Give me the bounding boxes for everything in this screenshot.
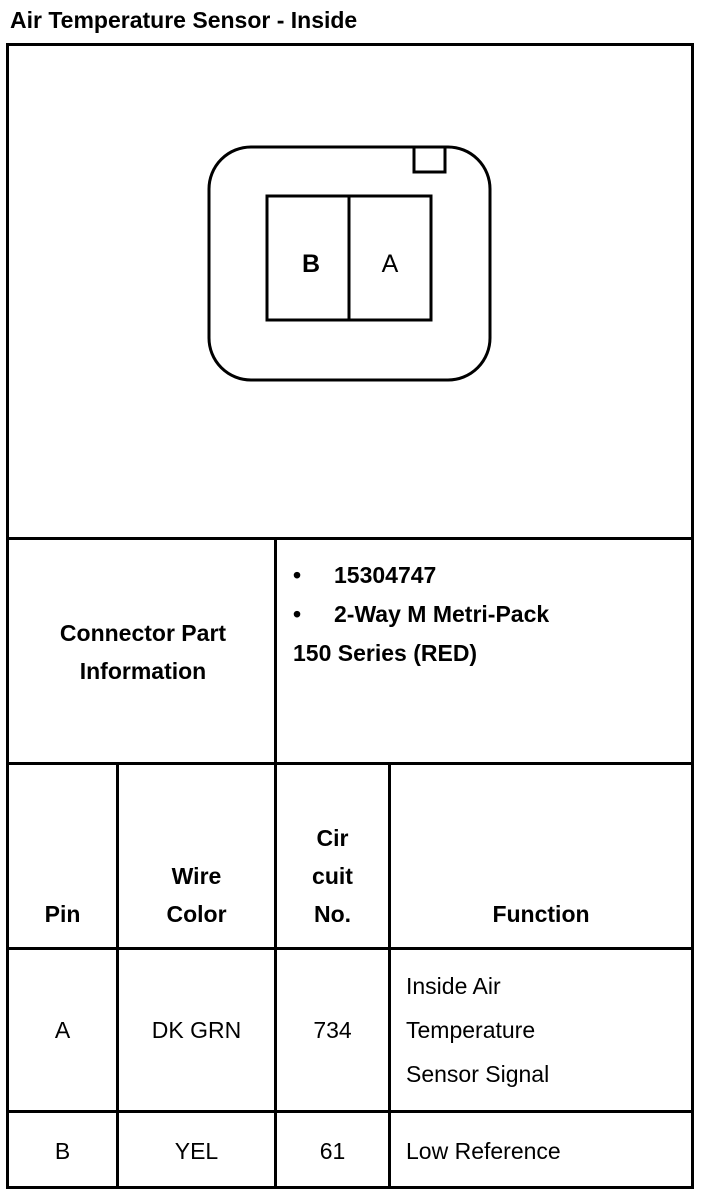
- header-wire-color: Wire Color: [119, 857, 274, 933]
- function-line: Low Reference: [406, 1138, 561, 1164]
- list-item: • 15304747: [293, 556, 688, 595]
- connector-face-diagram: B A: [207, 145, 492, 382]
- cavity-b-label: B: [302, 250, 320, 278]
- function-line: Inside Air: [406, 973, 501, 999]
- header-circuit-line2: cuit: [312, 863, 353, 889]
- table-row-b-wire-color: YEL: [174, 1138, 219, 1164]
- connector-table-frame: [6, 43, 694, 1189]
- bullet-icon: •: [293, 562, 302, 588]
- divider-col-wire: [274, 762, 277, 1189]
- table-row-a-pin: A: [54, 1017, 71, 1043]
- header-circuit-line1: Cir: [316, 825, 349, 851]
- part-number: 15304747: [334, 562, 437, 588]
- function-line: Sensor Signal: [406, 1061, 550, 1087]
- header-circuit-line3: No.: [313, 901, 352, 927]
- connector-lock-tab: [412, 145, 447, 174]
- connector-part-info-list: • 15304747 • 2-Way M Metri-Pack 150 Series…: [293, 556, 688, 673]
- connector-series: 150 Series (RED): [293, 640, 478, 666]
- header-pin: Pin: [9, 895, 116, 933]
- page-title: Air Temperature Sensor - Inside: [10, 7, 358, 33]
- connector-part-info-label-line2: Information: [79, 657, 207, 684]
- header-pin-text: Pin: [44, 901, 81, 927]
- connector-part-info-label: Connector Part Information: [9, 540, 277, 763]
- table-row-a-circuit: 734: [313, 1017, 352, 1043]
- cavity-a: [347, 194, 433, 322]
- header-function: Function: [391, 895, 691, 933]
- connector-type: 2-Way M Metri-Pack: [334, 601, 550, 627]
- function-line: Temperature: [406, 1017, 536, 1043]
- connector-housing: [207, 145, 492, 382]
- table-row-b-function: Low Reference: [406, 1113, 691, 1189]
- header-wire-color-line2: Color: [166, 901, 227, 927]
- connector-part-info-label-line1: Connector Part: [59, 619, 227, 646]
- divider-part-info-col: [274, 537, 277, 765]
- table-row-a-function: Inside Air Temperature Sensor Signal: [406, 950, 691, 1110]
- header-wire-color-line1: Wire: [171, 863, 222, 889]
- header-circuit-no: Cir cuit No.: [277, 819, 388, 933]
- divider-row-a-bottom: [6, 1110, 694, 1113]
- table-row-a-wire-color: DK GRN: [151, 1017, 242, 1043]
- table-row-b-circuit: 61: [319, 1138, 346, 1164]
- divider-diagram-bottom: [6, 537, 694, 540]
- divider-col-circuit: [388, 762, 391, 1189]
- bullet-icon: •: [293, 601, 302, 627]
- divider-col-pin: [116, 762, 119, 1189]
- table-row-b-pin: B: [54, 1138, 71, 1164]
- divider-header-bottom: [6, 947, 694, 950]
- divider-part-info-bottom: [6, 762, 694, 765]
- header-function-text: Function: [492, 901, 590, 927]
- cavity-a-label: A: [382, 250, 399, 278]
- list-item: • 2-Way M Metri-Pack: [293, 595, 688, 634]
